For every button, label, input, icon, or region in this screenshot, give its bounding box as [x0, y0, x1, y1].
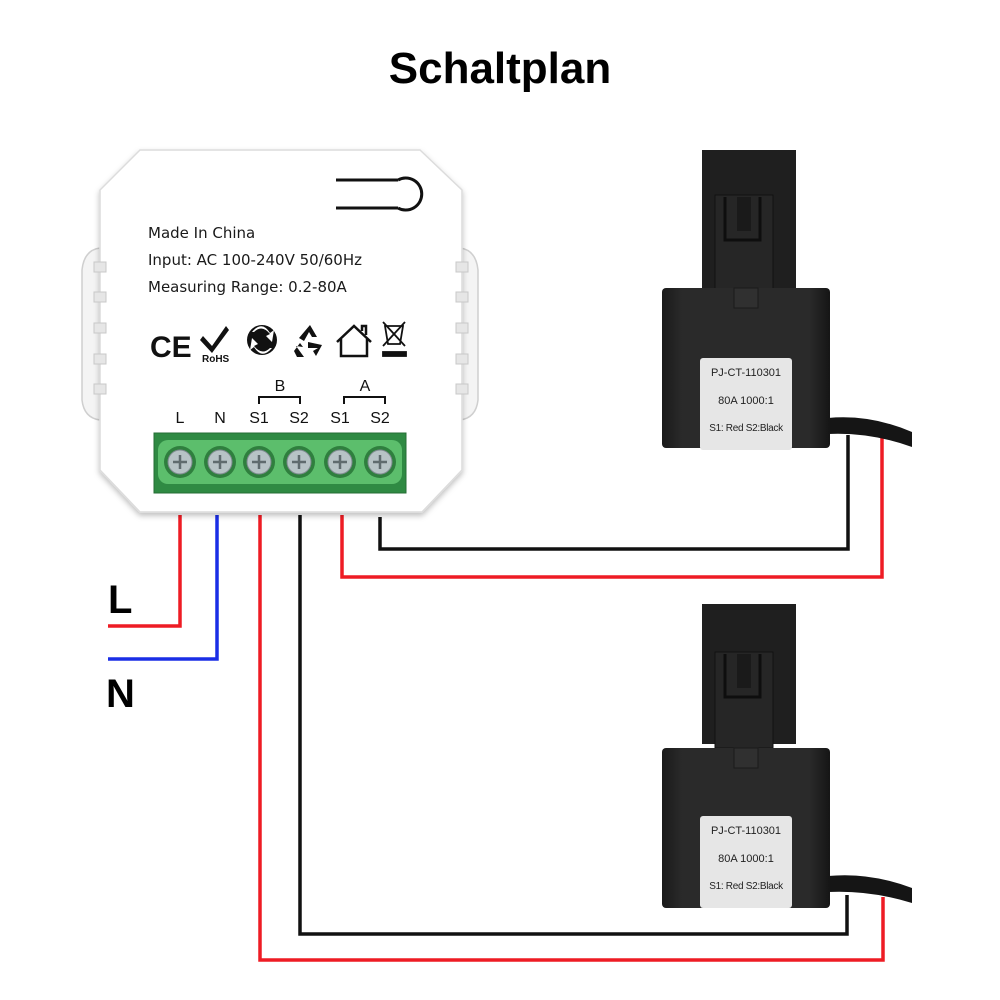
terminal-label-n: N: [214, 410, 226, 427]
device-origin-text: Made In China: [148, 224, 256, 242]
terminal-screw[interactable]: [283, 446, 315, 478]
house-icon: [336, 324, 372, 358]
recycle-icon: [294, 325, 322, 357]
terminal-label-a-s1: S1: [330, 410, 350, 427]
wire-neutral-blue: [108, 515, 219, 661]
terminal-label-l: L: [175, 410, 185, 427]
ct-model: PJ-CT-110301: [710, 825, 782, 837]
wire-ct-a-s2-black: [378, 435, 850, 551]
energy-meter-module: CE RoHS: [81, 149, 479, 513]
terminal-group-a-label: A: [359, 378, 371, 395]
ce-mark-icon: CE: [150, 331, 192, 364]
terminal-screw[interactable]: [164, 446, 196, 478]
terminal-label-b-s1: S1: [249, 410, 269, 427]
certification-icons: CE RoHS: [150, 321, 407, 365]
terminal-group-b-label: B: [274, 378, 286, 395]
ct-b-nameplate: PJ-CT-110301 80A 1000:1 S1: Red S2:Black: [700, 816, 792, 908]
module-body: [99, 149, 463, 513]
left-vent-slots: [93, 261, 107, 395]
group-brackets: [258, 396, 386, 404]
terminal-screw[interactable]: [324, 446, 356, 478]
weee-crossed-bin-icon: [382, 321, 407, 357]
wire-ct-a-s1-red: [340, 437, 884, 579]
green-dot-icon: [247, 325, 277, 355]
wire-ct-b-s2-black: [298, 515, 849, 936]
bracket-b: [258, 396, 301, 404]
device-measuring-range-text: Measuring Range: 0.2-80A: [148, 278, 347, 296]
wires: [108, 435, 885, 962]
line-label: L: [108, 578, 133, 622]
ct-rating: 80A 1000:1: [718, 853, 774, 865]
ct-wiring: S1: Red S2:Black: [709, 423, 783, 434]
bracket-a: [343, 396, 386, 404]
ct-a-nameplate: PJ-CT-110301 80A 1000:1 S1: Red S2:Black: [700, 358, 792, 450]
terminal-screw[interactable]: [243, 446, 275, 478]
terminal-block: [153, 432, 407, 494]
rohs-check-icon: RoHS: [200, 326, 230, 365]
ct-wiring: S1: Red S2:Black: [709, 881, 783, 892]
ct-model: PJ-CT-110301: [710, 367, 782, 379]
neutral-label: N: [106, 672, 135, 716]
wire-line-red: [108, 515, 182, 628]
terminal-screw[interactable]: [364, 446, 396, 478]
right-vent-slots: [455, 261, 469, 395]
right-mounting-tab: [459, 247, 479, 421]
antenna-icon: [336, 176, 424, 212]
left-mounting-tab: [81, 247, 101, 421]
ct-rating: 80A 1000:1: [718, 395, 774, 407]
terminal-label-b-s2: S2: [289, 410, 309, 427]
ct-cable: [828, 875, 912, 903]
ct-cable: [828, 417, 912, 447]
terminal-label-a-s2: S2: [370, 410, 390, 427]
diagram-title: Schaltplan: [388, 44, 612, 93]
svg-text:RoHS: RoHS: [202, 354, 230, 365]
device-input-spec-text: Input: AC 100-240V 50/60Hz: [148, 251, 362, 269]
terminal-screw[interactable]: [204, 446, 236, 478]
wire-ct-b-s1-red: [258, 515, 885, 962]
